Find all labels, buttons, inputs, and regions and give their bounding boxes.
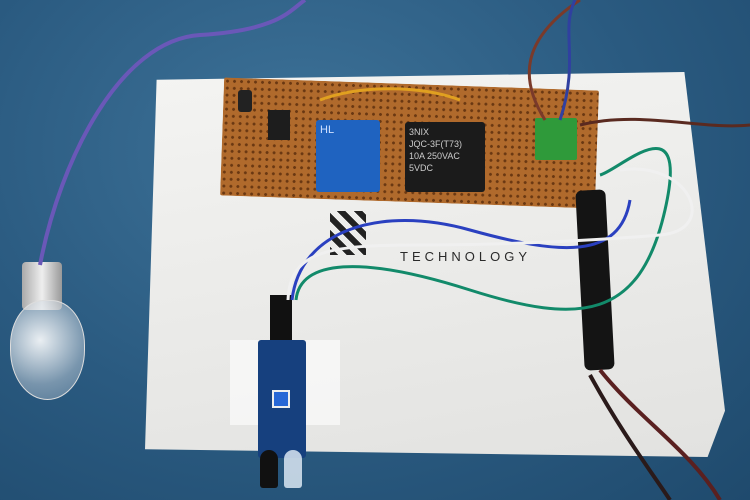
- light-bulb: [10, 300, 85, 400]
- capacitor: [238, 90, 252, 112]
- logo-subtitle: TECHNOLOGY: [400, 249, 532, 264]
- wire-red-black: [598, 368, 722, 500]
- screw-terminal: [535, 118, 577, 160]
- relay-brand: 3NIX: [409, 127, 430, 137]
- wire-purple: [38, 0, 307, 266]
- ir-receiver: [260, 450, 278, 488]
- black-relay: 3NIX JQC-3F(T73) 10A 250VAC 5VDC: [405, 122, 485, 192]
- relay-model: JQC-3F(T73): [409, 139, 463, 149]
- wire-top-right: [527, 0, 581, 121]
- wire-green: [294, 146, 672, 311]
- logo: TECHNOLOGY: [330, 205, 570, 265]
- wire-white: [286, 167, 694, 301]
- potentiometer: [272, 390, 290, 408]
- wire-orange: [319, 87, 461, 102]
- relay-ratings: 10A 250VAC 5VDC: [409, 151, 460, 173]
- ir-emitter: [284, 450, 302, 488]
- wire-top-right-2: [558, 0, 577, 121]
- pin-header: [270, 295, 292, 343]
- wire-right: [579, 117, 750, 128]
- blue-relay: HL: [316, 120, 380, 192]
- wire-red-black-2: [588, 374, 672, 500]
- ic-chip: [268, 110, 290, 140]
- blue-relay-label: HL: [320, 124, 335, 136]
